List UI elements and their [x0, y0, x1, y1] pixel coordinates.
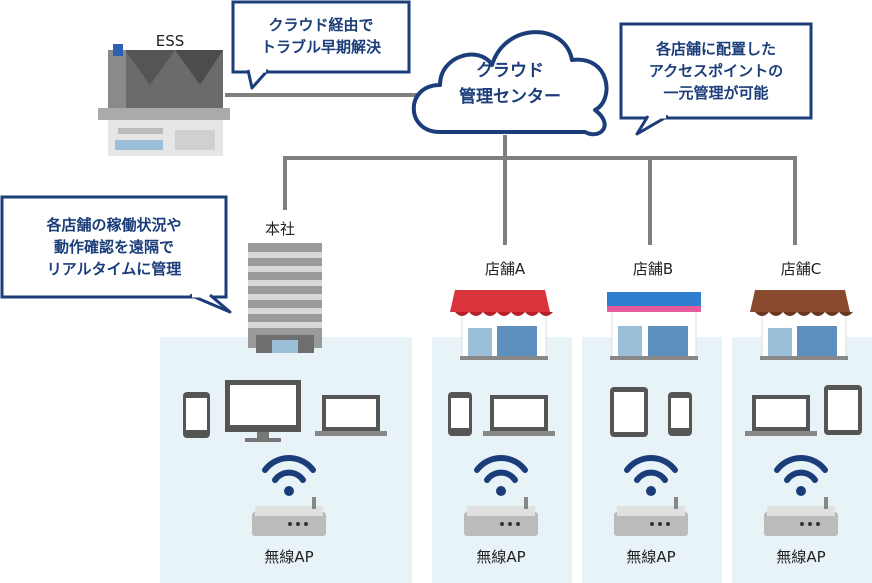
callout-monitor-bubble	[0, 195, 232, 314]
callout-monitor-line2: 動作確認を遠隔で	[53, 238, 174, 256]
cloud-label: クラウド 管理センター	[420, 58, 600, 110]
ess-label: ESS	[155, 32, 185, 50]
callout-monitor-line1: 各店舗の稼働状況や	[46, 216, 182, 234]
site-name-store-c: 店舗C	[780, 260, 822, 278]
laptop-icon	[315, 395, 387, 436]
wireless-ap-icon	[252, 497, 326, 536]
wireless-ap-icon	[764, 497, 838, 536]
callout-ap-manage: 各店舗に配置した アクセスポイントの 一元管理が可能	[621, 38, 811, 104]
ess-building-icon	[98, 44, 230, 156]
ap-label-store-b: 無線AP	[626, 548, 676, 566]
callout-ap-line1: 各店舗に配置した	[655, 40, 776, 58]
smartphone-icon	[183, 392, 210, 438]
ap-label-store-c: 無線AP	[776, 548, 826, 566]
ap-label-hq: 無線AP	[264, 548, 314, 566]
callout-ap-line3: 一元管理が可能	[663, 84, 769, 102]
callout-ap-line2: アクセスポイントの	[648, 62, 784, 80]
wireless-ap-icon	[614, 497, 688, 536]
laptop-icon	[483, 395, 555, 436]
wifi-dot-icon	[646, 486, 656, 496]
smartphone-icon	[448, 392, 472, 436]
store-a-icon	[450, 290, 553, 360]
store-c-icon	[750, 290, 853, 360]
wifi-icon	[624, 455, 678, 483]
wifi-icon	[774, 455, 828, 483]
site-name-store-a: 店舗A	[484, 260, 526, 278]
cloud-label-line2: 管理センター	[459, 87, 561, 107]
laptop-icon	[745, 395, 817, 436]
callout-trouble-line2: トラブル早期解決	[260, 38, 381, 56]
callout-monitor: 各店舗の稼働状況や 動作確認を遠隔で リアルタイムに管理	[2, 214, 226, 280]
callout-ap-bubble	[619, 22, 813, 136]
site-name-store-b: 店舗B	[632, 260, 674, 278]
tablet-icon	[824, 385, 862, 435]
cloud-icon	[411, 30, 609, 137]
callout-trouble-line1: クラウド経由で	[268, 16, 374, 34]
ap-label-store-a: 無線AP	[476, 548, 526, 566]
wifi-icon	[474, 455, 528, 483]
network-lines	[225, 93, 797, 245]
wifi-dot-icon	[796, 486, 806, 496]
wifi-dot-icon	[284, 486, 294, 496]
cloud-label-line1: クラウド	[476, 61, 544, 81]
callout-trouble: クラウド経由で トラブル早期解決	[233, 14, 409, 58]
wifi-dot-icon	[496, 486, 506, 496]
desktop-monitor-icon	[225, 380, 301, 442]
wifi-icon	[262, 455, 316, 483]
store-b-icon	[607, 292, 701, 360]
wireless-ap-icon	[464, 497, 538, 536]
hq-building-icon	[248, 243, 322, 353]
tablet-icon	[610, 387, 648, 437]
callout-monitor-line3: リアルタイムに管理	[46, 260, 182, 278]
site-name-hq: 本社	[264, 220, 295, 238]
callout-trouble-bubble	[231, 0, 411, 90]
smartphone-icon	[668, 392, 692, 436]
